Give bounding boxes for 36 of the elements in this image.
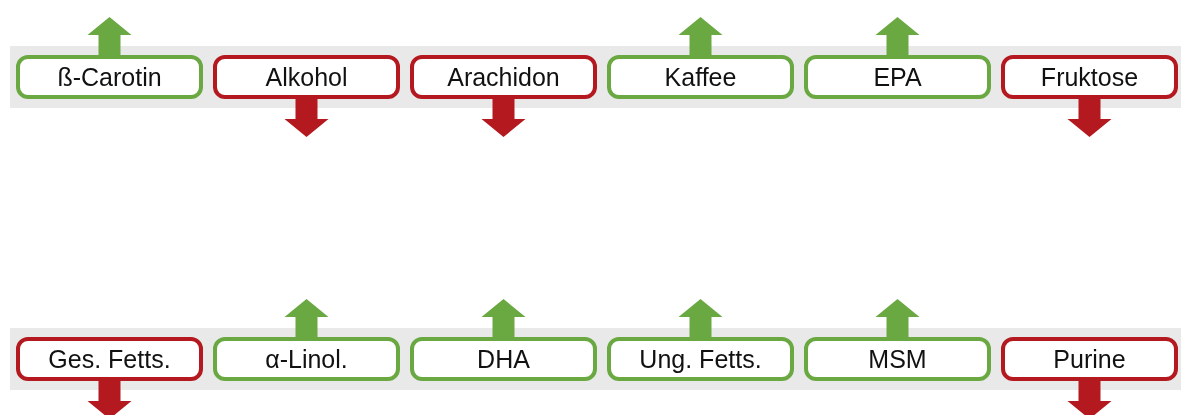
up-arrow xyxy=(875,17,920,57)
label-box xyxy=(1001,337,1178,381)
nutrient-label: Alkohol xyxy=(265,62,348,92)
down-arrow xyxy=(481,97,526,137)
up-arrow xyxy=(678,299,723,339)
label-box xyxy=(607,337,794,381)
nutrient-label: Purine xyxy=(1053,344,1126,374)
nutrient-label: Fruktose xyxy=(1040,62,1139,92)
down-arrow xyxy=(1067,379,1112,415)
nutrient-label: MSM xyxy=(868,344,927,374)
label-box xyxy=(607,55,794,99)
label-box xyxy=(16,337,203,381)
label-box xyxy=(804,55,991,99)
label-box xyxy=(410,337,597,381)
down-arrow xyxy=(1067,97,1112,137)
nutrient-label: EPA xyxy=(873,62,922,92)
nutrient-label: Ung. Fetts. xyxy=(639,344,762,374)
up-arrow xyxy=(678,17,723,57)
up-arrow xyxy=(875,299,920,339)
up-arrow xyxy=(481,299,526,339)
label-box xyxy=(1001,55,1178,99)
label-box xyxy=(16,55,203,99)
label-box xyxy=(213,55,400,99)
nutrient-label: DHA xyxy=(477,344,530,374)
up-arrow xyxy=(87,17,132,57)
nutrient-label: Kaffee xyxy=(664,62,737,92)
nutrient-label: Arachidon xyxy=(447,62,560,92)
down-arrow xyxy=(87,379,132,415)
label-box xyxy=(410,55,597,99)
down-arrow xyxy=(284,97,329,137)
nutrient-label: ß-Carotin xyxy=(57,62,162,92)
label-box xyxy=(804,337,991,381)
nutrient-label: α-Linol. xyxy=(265,344,348,374)
label-box xyxy=(213,337,400,381)
nutrient-label: Ges. Fetts. xyxy=(48,344,171,374)
up-arrow xyxy=(284,299,329,339)
